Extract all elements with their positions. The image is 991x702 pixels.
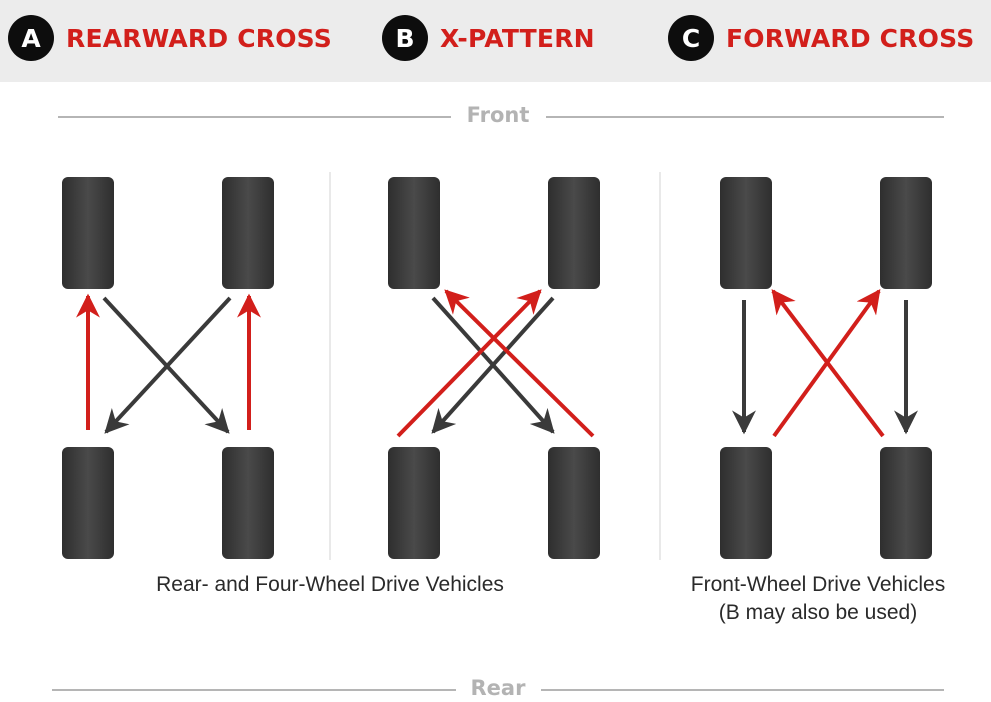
caption-front-wheel-text: Front-Wheel Drive Vehicles: [690, 573, 946, 596]
pattern-b-heading: B X-PATTERN: [382, 15, 595, 61]
tire-a-rear-right: [222, 447, 274, 559]
tire-a-rear-left: [62, 447, 114, 559]
rear-label: Rear: [470, 676, 526, 700]
pattern-a-badge: A: [8, 15, 54, 61]
caption-front-wheel-note: (B may also be used): [718, 601, 918, 624]
arrow-b-rear-right-to-front-left: [444, 289, 595, 438]
header-bar: A REARWARD CROSS B X-PATTERN C FORWARD C…: [0, 0, 991, 82]
pattern-b-title: X-PATTERN: [440, 23, 595, 53]
arrow-b-front-right-to-rear-left: [431, 296, 555, 434]
front-label: Front: [466, 103, 530, 127]
pattern-c-badge: C: [668, 15, 714, 61]
tire-a-front-left: [62, 177, 114, 289]
pattern-a-title: REARWARD CROSS: [66, 23, 332, 53]
pattern-c-title: FORWARD CROSS: [726, 23, 975, 53]
caption-rear-four-wheel: Rear- and Four-Wheel Drive Vehicles: [110, 571, 550, 599]
rear-divider-left: [52, 689, 456, 691]
tire-c-front-left: [720, 177, 772, 289]
tire-c-rear-left: [720, 447, 772, 559]
tire-c-rear-right: [880, 447, 932, 559]
pattern-c-heading: C FORWARD CROSS: [668, 15, 974, 61]
rear-divider-right: [541, 689, 944, 691]
tire-b-rear-left: [388, 447, 440, 559]
tire-c-front-right: [880, 177, 932, 289]
caption-rear-four-wheel-text: Rear- and Four-Wheel Drive Vehicles: [156, 573, 504, 596]
front-divider-right: [546, 116, 944, 118]
arrow-a-front-right-to-rear-left: [104, 296, 232, 434]
tire-b-rear-right: [548, 447, 600, 559]
front-divider-left: [58, 116, 451, 118]
tire-b-front-right: [548, 177, 600, 289]
tire-a-front-right: [222, 177, 274, 289]
arrow-c-rear-right-to-front-left: [771, 289, 885, 438]
pattern-a-heading: A REARWARD CROSS: [8, 15, 332, 61]
pattern-b-badge: B: [382, 15, 428, 61]
caption-front-wheel: Front-Wheel Drive Vehicles (B may also b…: [668, 571, 968, 627]
arrow-b-rear-left-to-front-right: [396, 289, 542, 438]
tire-b-front-left: [388, 177, 440, 289]
